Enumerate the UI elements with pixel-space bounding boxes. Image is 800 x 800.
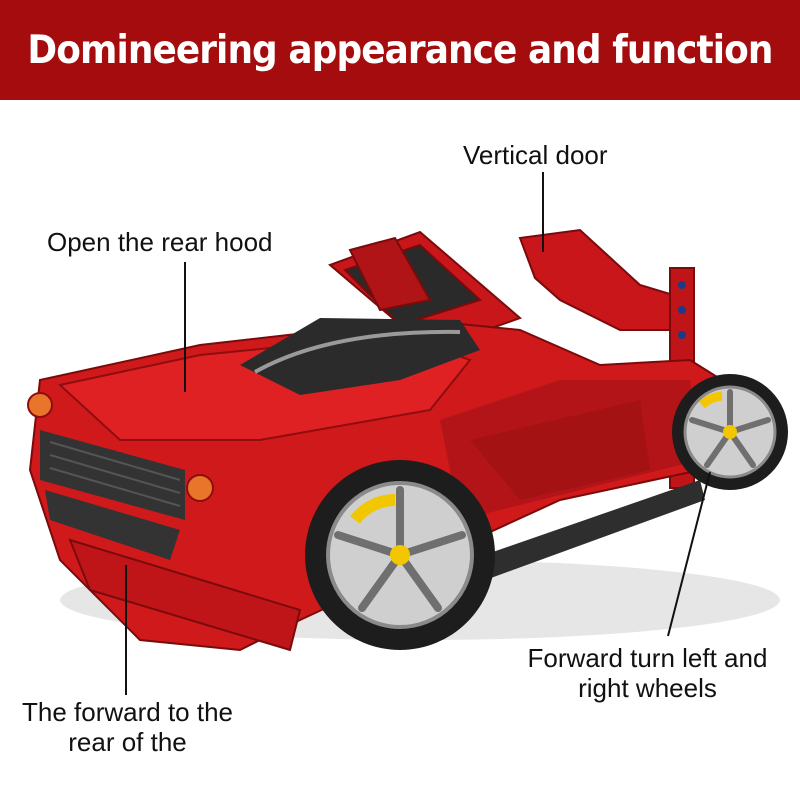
banner-title: Domineering appearance and function xyxy=(27,27,773,73)
rear-wheel xyxy=(305,460,495,650)
front-wheel xyxy=(672,374,788,490)
tail-light xyxy=(186,474,214,502)
forward-rear-label: The forward to the rear of the xyxy=(10,697,245,757)
title-banner: Domineering appearance and function xyxy=(0,0,800,100)
vertical-door-label: Vertical door xyxy=(463,140,608,170)
rear-hood-label: Open the rear hood xyxy=(47,227,273,257)
forward-turn-label-line2: right wheels xyxy=(578,673,717,703)
forward-rear-label-line2: rear of the xyxy=(68,727,187,757)
lego-sports-car-image xyxy=(27,228,788,652)
forward-rear-label-line1: The forward to the xyxy=(22,697,233,727)
tail-light xyxy=(27,392,53,418)
raised-left-door xyxy=(328,230,522,352)
forward-turn-label-line1: Forward turn left and xyxy=(527,643,768,673)
forward-turn-label: Forward turn left and right wheels xyxy=(515,643,780,703)
car-body xyxy=(27,318,732,652)
